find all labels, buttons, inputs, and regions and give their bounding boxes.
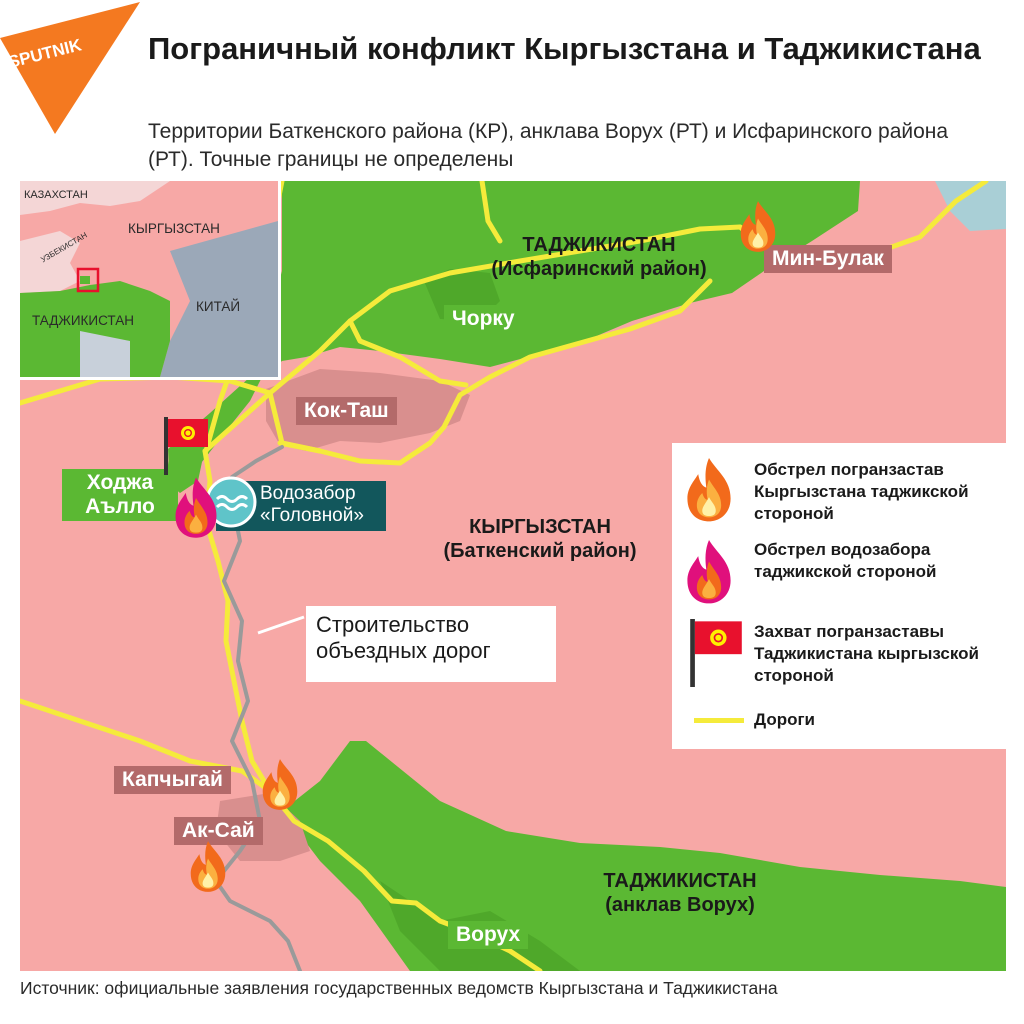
main-map: КАЗАХСТАН КЫРГЫЗСТАН УЗБЕКИСТАН ТАДЖИКИС…	[20, 181, 1006, 971]
legend-item: Захват погранзаставы Таджикистана кыргыз…	[672, 619, 1006, 695]
inset-tajikistan	[20, 281, 170, 377]
legend: Обстрел погранзастав Кыргызстана таджикс…	[672, 443, 1006, 749]
inset-uzbekistan	[20, 231, 80, 293]
header: SPUTNIK Пограничный конфликт Кыргызстана…	[0, 0, 1024, 180]
sputnik-logo: SPUTNIK	[0, 0, 150, 140]
legend-label: Обстрел погранзастав Кыргызстана таджикс…	[754, 460, 969, 523]
place-kok-tash: Кок-Таш	[296, 397, 397, 425]
place-kapchygai: Капчыгай	[114, 766, 231, 794]
inset-label-kazakhstan: КАЗАХСТАН	[24, 189, 88, 201]
fire-orange-icon	[186, 839, 230, 893]
place-khoja-aillo: Ходжа Аълло	[62, 469, 178, 521]
place-vorukh: Ворух	[448, 921, 529, 949]
legend-label: Дороги	[754, 710, 816, 729]
inset-label-china: КИТАЙ	[196, 299, 241, 314]
region-kg-batken: КЫРГЫЗСТАН (Баткенский район)	[443, 516, 637, 562]
place-min-bulak: Мин-Булак	[764, 245, 892, 273]
water-intake-callout: Водозабор «Головной»	[205, 476, 386, 531]
isfara-district	[168, 181, 860, 491]
region-tj-vorukh: ТАДЖИКИСТАН (анклав Ворух)	[603, 870, 757, 916]
legend-label: Обстрел водозабора таджикской стороной	[754, 540, 937, 581]
fire-pink-icon	[170, 475, 222, 539]
inset-label-tajikistan: ТАДЖИКИСТАН	[32, 313, 134, 328]
fire-orange-icon	[736, 199, 780, 253]
source-note: Источник: официальные заявления государс…	[20, 978, 778, 998]
lake	[935, 181, 1006, 231]
kyrgyz-flag-icon	[690, 619, 742, 687]
road-line-icon	[694, 718, 744, 723]
region-tj-isfara: ТАДЖИКИСТАН (Исфаринский район)	[491, 234, 707, 280]
legend-label: Захват погранзаставы Таджикистана кыргыз…	[754, 622, 979, 685]
fire-orange-icon	[682, 455, 736, 523]
kyrgyz-flag-icon	[164, 417, 208, 475]
place-ak-sai: Ак-Сай	[174, 817, 263, 845]
legend-item: Обстрел водозабора таджикской стороной	[672, 539, 1006, 609]
place-chorku: Чорку	[444, 305, 523, 333]
fire-pink-icon	[682, 537, 736, 605]
legend-item: Дороги	[672, 707, 1006, 737]
water-intake-label: Водозабор «Головной»	[260, 483, 364, 526]
fire-orange-icon	[258, 757, 302, 811]
vorukh-enclave	[282, 741, 1006, 971]
legend-item: Обстрел погранзастав Кыргызстана таджикс…	[672, 455, 1006, 531]
inset-label-kyrgyzstan: КЫРГЫЗСТАН	[128, 221, 220, 236]
inset-china	[160, 221, 278, 377]
page-subtitle: Территории Баткенского района (КР), анкл…	[148, 120, 949, 171]
construction-callout: Строительство объездных дорог	[306, 606, 556, 682]
page-title: Пограничный конфликт Кыргызстана и Таджи…	[148, 31, 981, 66]
inset-map: КАЗАХСТАН КЫРГЫЗСТАН УЗБЕКИСТАН ТАДЖИКИС…	[20, 181, 281, 380]
inset-kazakhstan	[20, 181, 170, 215]
